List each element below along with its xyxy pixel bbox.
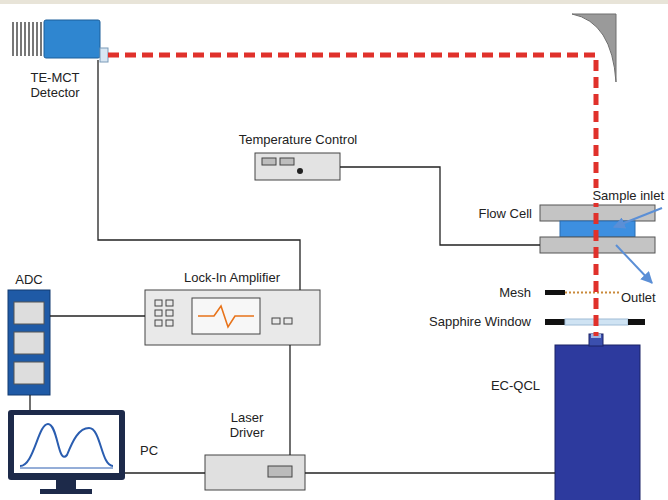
- inlet-tube: [614, 208, 662, 227]
- detector-body: [44, 20, 100, 58]
- spectrum-plot: [20, 424, 113, 466]
- detector-window: [100, 48, 108, 62]
- laser-body: [555, 345, 640, 500]
- monitor-stand: [56, 480, 76, 489]
- signal-wire: [125, 472, 205, 473]
- display-trace: [198, 306, 254, 327]
- mesh-holder: [545, 290, 565, 295]
- lock-in-amplifier: Lock-In Amplifier: [145, 290, 320, 345]
- signal-wire: [50, 315, 145, 316]
- monitor-frame: [8, 410, 125, 480]
- adc-slot: [14, 302, 44, 324]
- cooling-fins: [13, 22, 41, 56]
- device-label: Temperature Control: [239, 132, 358, 147]
- signal-wire: [98, 60, 300, 290]
- signal-wire: [305, 472, 555, 473]
- device-label: EC-QCL: [491, 378, 540, 393]
- laser-beam: [108, 55, 596, 336]
- port-label: Sample inlet: [591, 188, 665, 203]
- signal-wire: [340, 167, 540, 245]
- laser-source: EC-QCL: [555, 345, 640, 500]
- temperature-control-box: [255, 153, 340, 180]
- part-label: Sapphire Window: [428, 314, 532, 329]
- signal-wire: [289, 345, 290, 455]
- computer: PC: [8, 410, 125, 495]
- detector: TE-MCT Detector: [12, 20, 108, 60]
- port-label: Outlet: [620, 290, 657, 305]
- lock-in-display: [192, 298, 260, 334]
- adc-box: [8, 290, 50, 395]
- display-slot: [280, 158, 294, 165]
- plot-axis: [20, 468, 113, 469]
- device-label: ADC: [15, 272, 42, 287]
- driver-slot: [268, 466, 292, 477]
- flow-cell: Flow Cell: [540, 205, 655, 253]
- window-holder: [545, 319, 565, 325]
- signal-wire: [29, 395, 30, 410]
- device-label: Lock-In Amplifier: [184, 270, 280, 285]
- adc: ADC: [8, 290, 50, 395]
- label-holder: Mesh: [532, 285, 566, 300]
- monitor-base: [40, 489, 92, 494]
- label-holder: Sample inlet: [665, 188, 668, 203]
- device-label: TE-MCT Detector: [19, 70, 91, 100]
- lock-in-box: [145, 290, 320, 345]
- device-label: Flow Cell: [479, 206, 532, 221]
- device-label: Laser Driver: [222, 410, 272, 440]
- label-holder: Outlet: [620, 290, 657, 305]
- temperature-controller: Temperature Control: [255, 153, 340, 180]
- device-label: PC: [140, 443, 158, 458]
- adc-slot: [14, 332, 44, 354]
- monitor-screen: [14, 415, 119, 473]
- laser-driver-box: [205, 455, 305, 490]
- display-slot: [262, 158, 276, 165]
- outlet-tube: [616, 245, 652, 283]
- parabolic-mirror: [572, 14, 616, 82]
- laser-driver: Laser Driver: [205, 455, 305, 490]
- label-holder: Sapphire Window: [532, 314, 636, 329]
- part-label: Mesh: [498, 285, 532, 300]
- top-bar: [0, 0, 668, 4]
- knob: [297, 168, 303, 174]
- adc-slot: [14, 362, 44, 384]
- window-holder: [628, 319, 645, 325]
